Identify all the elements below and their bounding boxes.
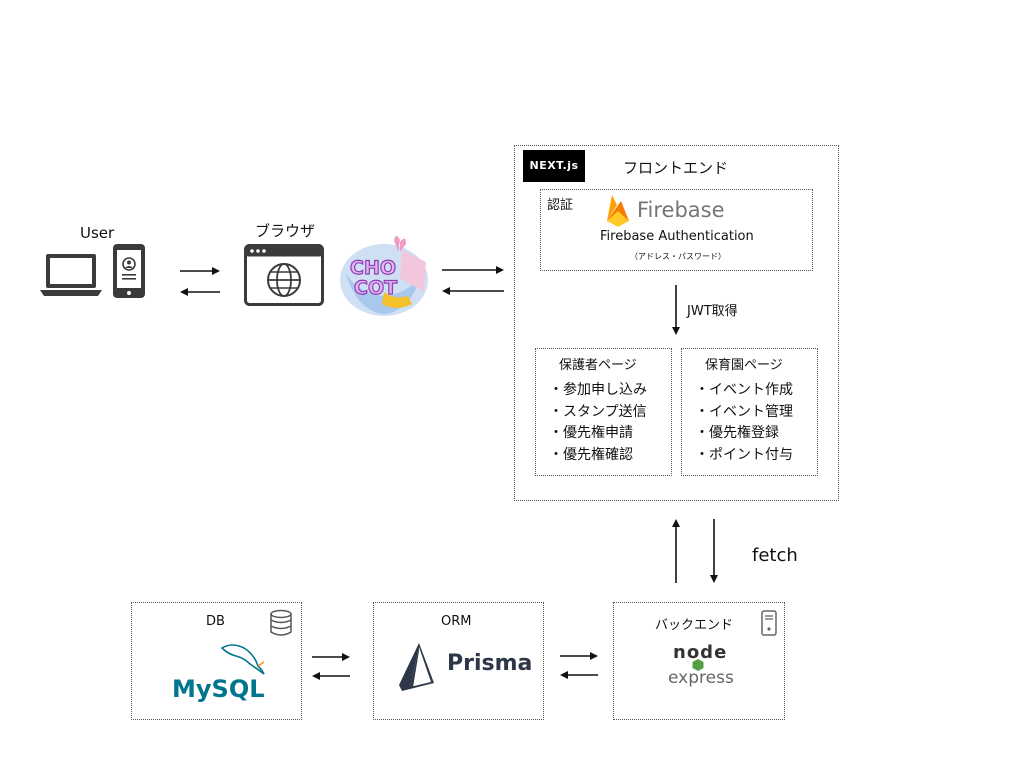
firebase-auth-note: （アドレス・パスワード）	[630, 252, 726, 261]
guardian-page-box	[535, 348, 672, 476]
guardian-page-item: ・スタンプ送信	[549, 403, 647, 420]
browser-label: ブラウザ	[255, 222, 316, 240]
frontend-title: フロントエンド	[623, 159, 729, 177]
arrow-left-backend-to-orm	[560, 670, 598, 680]
arrow-down-jwt	[671, 285, 681, 335]
arrow-left-orm-to-db	[312, 671, 350, 681]
arrow-up-backend-to-frontend	[671, 519, 681, 583]
mysql-dolphin-icon	[218, 642, 266, 676]
orm-label: ORM	[441, 614, 472, 629]
laptop-icon	[40, 252, 102, 298]
nursery-page-box	[681, 348, 818, 476]
frontend-container	[514, 145, 839, 501]
chocot-logo: CHO COT	[338, 234, 430, 318]
arrow-down-frontend-to-backend	[709, 519, 719, 583]
firebase-brand-text: Firebase	[637, 198, 725, 222]
orm-box	[373, 602, 544, 720]
db-box	[131, 602, 302, 720]
backend-label: バックエンド	[655, 618, 734, 633]
chocot-logo-text-bottom: COT	[354, 277, 397, 299]
arrow-right-orm-to-backend	[560, 651, 598, 661]
backend-box	[613, 602, 785, 720]
nursery-page-item: ・優先権登録	[695, 425, 779, 441]
express-brand-text: express	[668, 668, 734, 688]
nodejs-hexagon-icon	[692, 659, 704, 671]
mysql-brand-text: MySQL	[172, 675, 265, 703]
db-label: DB	[206, 614, 225, 629]
chocot-logo-text-top: CHO	[350, 257, 396, 279]
arrow-right-db-to-orm	[312, 652, 350, 662]
jwt-label: JWT取得	[687, 304, 738, 319]
prisma-brand-text: Prisma	[447, 651, 533, 676]
arrow-right-app-to-frontend	[442, 265, 504, 275]
guardian-page-title: 保護者ページ	[559, 358, 637, 373]
firebase-service-name: Firebase Authentication	[600, 229, 754, 244]
arrow-left-browser-to-user	[180, 287, 220, 297]
server-icon	[761, 610, 777, 636]
user-label: User	[80, 224, 115, 242]
auth-box	[540, 189, 813, 271]
nursery-page-title: 保育園ページ	[705, 358, 783, 373]
guardian-page-item: ・参加申し込み	[549, 382, 647, 398]
nextjs-badge: NEXT.js	[523, 150, 585, 182]
auth-label: 認証	[547, 198, 574, 213]
guardian-page-item: ・優先権申請	[549, 425, 633, 441]
arrow-left-frontend-to-app	[442, 286, 504, 296]
firebase-flame-icon	[605, 193, 631, 227]
database-icon	[270, 609, 292, 636]
prisma-triangle-icon	[398, 641, 436, 693]
node-brand-text: node	[673, 642, 728, 663]
nursery-page-item: ・イベント作成	[695, 382, 793, 398]
guardian-page-list: ・参加申し込み ・スタンプ送信 ・優先権申請 ・優先権確認	[549, 380, 647, 466]
nursery-page-item: ・ポイント付与	[695, 446, 793, 463]
smartphone-icon	[112, 243, 146, 299]
nursery-page-list: ・イベント作成 ・イベント管理 ・優先権登録 ・ポイント付与	[695, 380, 793, 466]
nursery-page-item: ・イベント管理	[695, 403, 793, 420]
nextjs-badge-text: NEXT.js	[529, 159, 579, 172]
guardian-page-item: ・優先権確認	[549, 446, 633, 463]
arrow-right-user-to-browser	[180, 266, 220, 276]
browser-window-icon	[244, 244, 324, 306]
fetch-label: fetch	[752, 545, 798, 566]
